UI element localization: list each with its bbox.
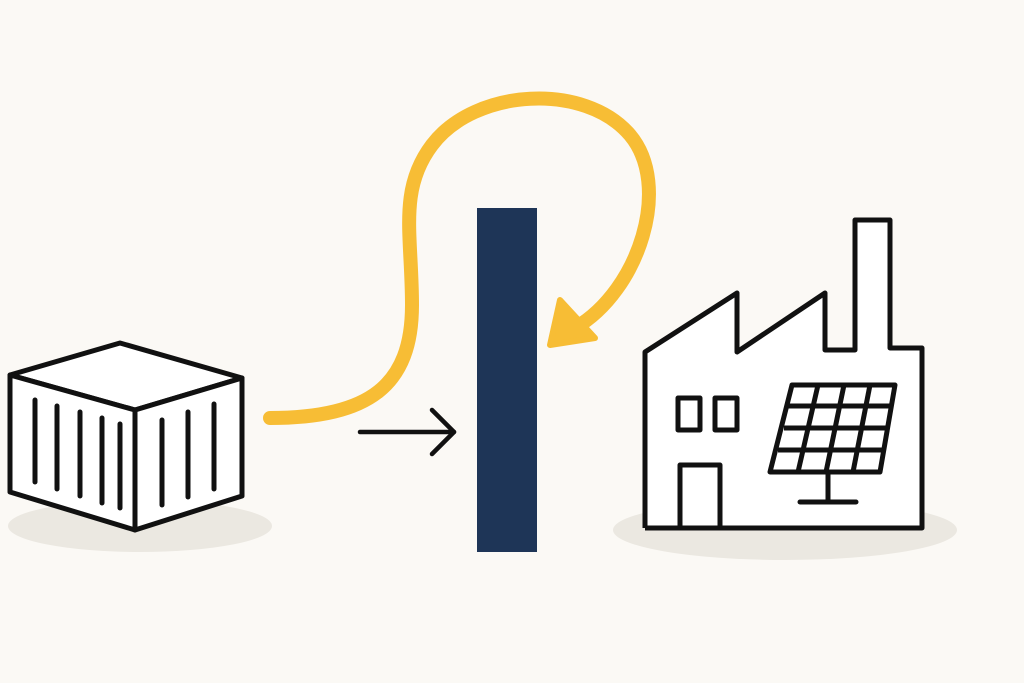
right-arrow-icon [357, 407, 457, 457]
container-ribs [32, 397, 217, 511]
factory-window [712, 395, 740, 433]
loop-arrow-icon [263, 91, 656, 425]
factory-with-solar-panel-icon [613, 217, 957, 560]
factory-door [677, 462, 723, 531]
shipping-container-icon [7, 340, 272, 552]
solar-panel-icon [767, 382, 898, 505]
barrier-bar [477, 208, 537, 552]
factory-window [675, 395, 703, 433]
